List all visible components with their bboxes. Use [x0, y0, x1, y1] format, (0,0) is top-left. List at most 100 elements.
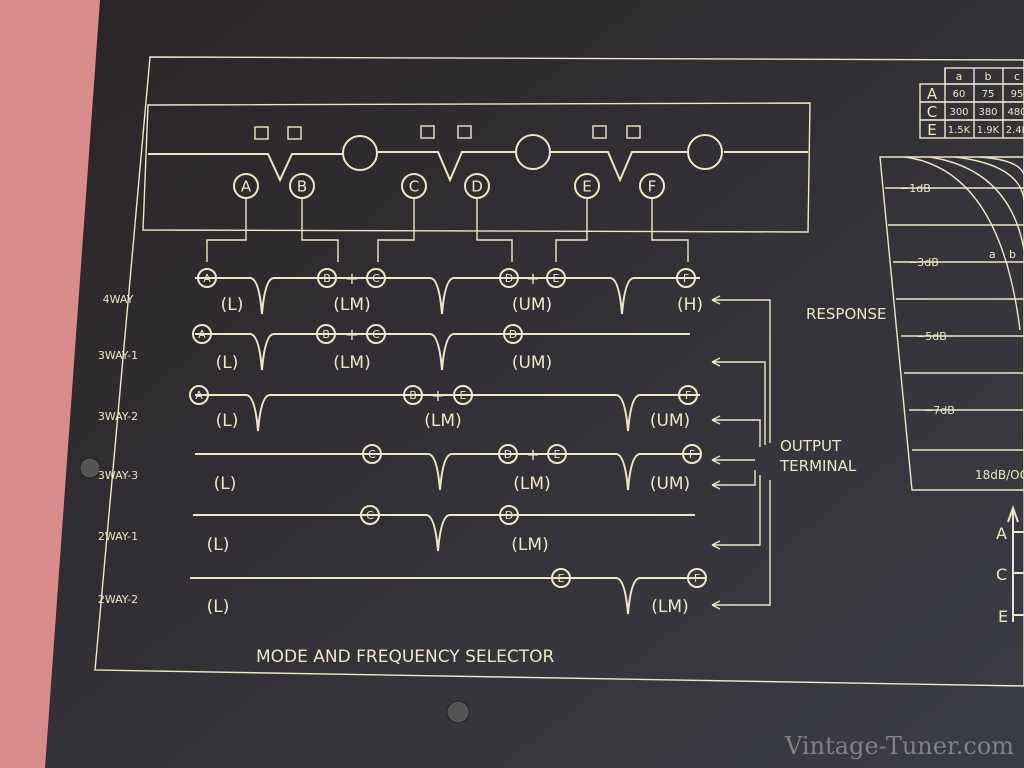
table-cell: 75 — [982, 89, 995, 100]
table-row-key: E — [927, 121, 936, 139]
point-label: F — [685, 389, 691, 402]
band-label: (LM) — [333, 295, 370, 315]
table-col-header: b — [985, 70, 992, 83]
point-circle — [362, 444, 382, 464]
table-col-header: a — [956, 70, 963, 83]
point-label: C — [366, 509, 374, 522]
response-label: RESPONSE — [806, 305, 887, 323]
point-circle — [499, 268, 519, 288]
mode-name: 4WAY — [103, 293, 134, 306]
band-label: (LM) — [513, 474, 550, 494]
point-label: A — [241, 178, 252, 196]
band-label: (UM) — [512, 353, 552, 373]
table-cell: 95 — [1011, 89, 1024, 100]
point-circle — [676, 268, 696, 288]
point-label: C — [409, 178, 419, 196]
table-row-key: A — [927, 85, 938, 103]
table-row — [919, 119, 1024, 139]
point-label: C — [372, 328, 380, 341]
band-label: (LM) — [651, 597, 688, 617]
band-label: (L) — [216, 411, 239, 431]
mode-selector-title: MODE AND FREQUENCY SELECTOR — [256, 647, 554, 667]
mode-name: 3WAY-1 — [98, 349, 138, 362]
point-label: E — [558, 572, 565, 585]
db-label: −5dB — [916, 330, 947, 343]
band-label: (L) — [216, 353, 239, 373]
response-graph: −1dB−3dB−5dB−7dB a b 18dB/OC A C E — [879, 156, 1024, 626]
point-circle — [551, 568, 571, 588]
response-line — [195, 453, 700, 491]
point-label: A — [195, 389, 203, 402]
screw — [446, 700, 470, 724]
selector-schematic — [142, 102, 811, 233]
output-terminal-label: TERMINAL — [779, 457, 857, 475]
slope-label: 18dB/OC — [975, 468, 1024, 482]
response-line — [195, 277, 700, 315]
point-label: D — [471, 178, 483, 196]
output-terminal-label: OUTPUT — [780, 437, 842, 455]
mode-name: 2WAY-2 — [98, 593, 138, 606]
table-cell: 300 — [949, 107, 968, 118]
point-label: D — [509, 328, 517, 341]
point-circle — [403, 385, 423, 405]
point-label: B — [322, 328, 330, 341]
band-label: (L) — [207, 597, 230, 617]
table-cell: 380 — [978, 107, 997, 118]
point-label: B — [297, 178, 307, 196]
point-label: B — [409, 389, 417, 402]
point-label: D — [504, 448, 512, 461]
point-circle — [499, 505, 519, 525]
table-cell: 2.4K — [1006, 125, 1024, 136]
db-label: −3dB — [908, 256, 939, 269]
band-label: (L) — [221, 295, 244, 315]
point-label: F — [689, 448, 695, 461]
panel-border — [94, 56, 1024, 687]
plus-sign: + — [431, 386, 444, 405]
point-label: A — [198, 328, 206, 341]
panel-face — [45, 0, 1024, 768]
watermark: Vintage-Tuner.com — [784, 732, 1014, 760]
point-label: F — [683, 272, 689, 285]
point-circle — [547, 444, 567, 464]
point-label: E — [582, 178, 591, 196]
mode-name: 3WAY-3 — [98, 469, 138, 482]
output-arrows — [711, 295, 771, 610]
point-label: D — [505, 272, 513, 285]
point-circle — [687, 568, 707, 588]
point-label: E — [554, 448, 561, 461]
point-circle — [366, 324, 386, 344]
band-label: (L) — [207, 535, 230, 555]
band-label: (LM) — [511, 535, 548, 555]
axis-label: A — [996, 524, 1007, 543]
mode-name: 2WAY-1 — [98, 530, 138, 543]
table-row-key: C — [927, 103, 937, 121]
point-circle — [360, 505, 380, 525]
point-circle — [498, 444, 518, 464]
table-cell: 1.9K — [977, 125, 1000, 136]
plus-sign: + — [526, 445, 539, 464]
table-cell: 1.5K — [948, 125, 971, 136]
screw — [79, 457, 101, 479]
response-line — [190, 577, 705, 615]
point-label: F — [648, 178, 657, 196]
point-circle — [317, 268, 337, 288]
band-label: (L) — [214, 474, 237, 494]
mode-row-2way-1: C D 2WAY-1 (L) (LM) — [98, 505, 695, 555]
point-circle — [453, 385, 473, 405]
db-label: −1dB — [900, 182, 931, 195]
point-label: F — [694, 572, 700, 585]
point-label: E — [553, 272, 560, 285]
point-label: D — [505, 509, 513, 522]
point-circle — [192, 324, 212, 344]
point-label: C — [368, 448, 376, 461]
point-circle — [366, 268, 386, 288]
db-label: −7dB — [924, 404, 955, 417]
axis-label: C — [996, 565, 1007, 584]
band-label: (LM) — [333, 353, 370, 373]
point-circle — [189, 385, 209, 405]
point-circle — [316, 324, 336, 344]
